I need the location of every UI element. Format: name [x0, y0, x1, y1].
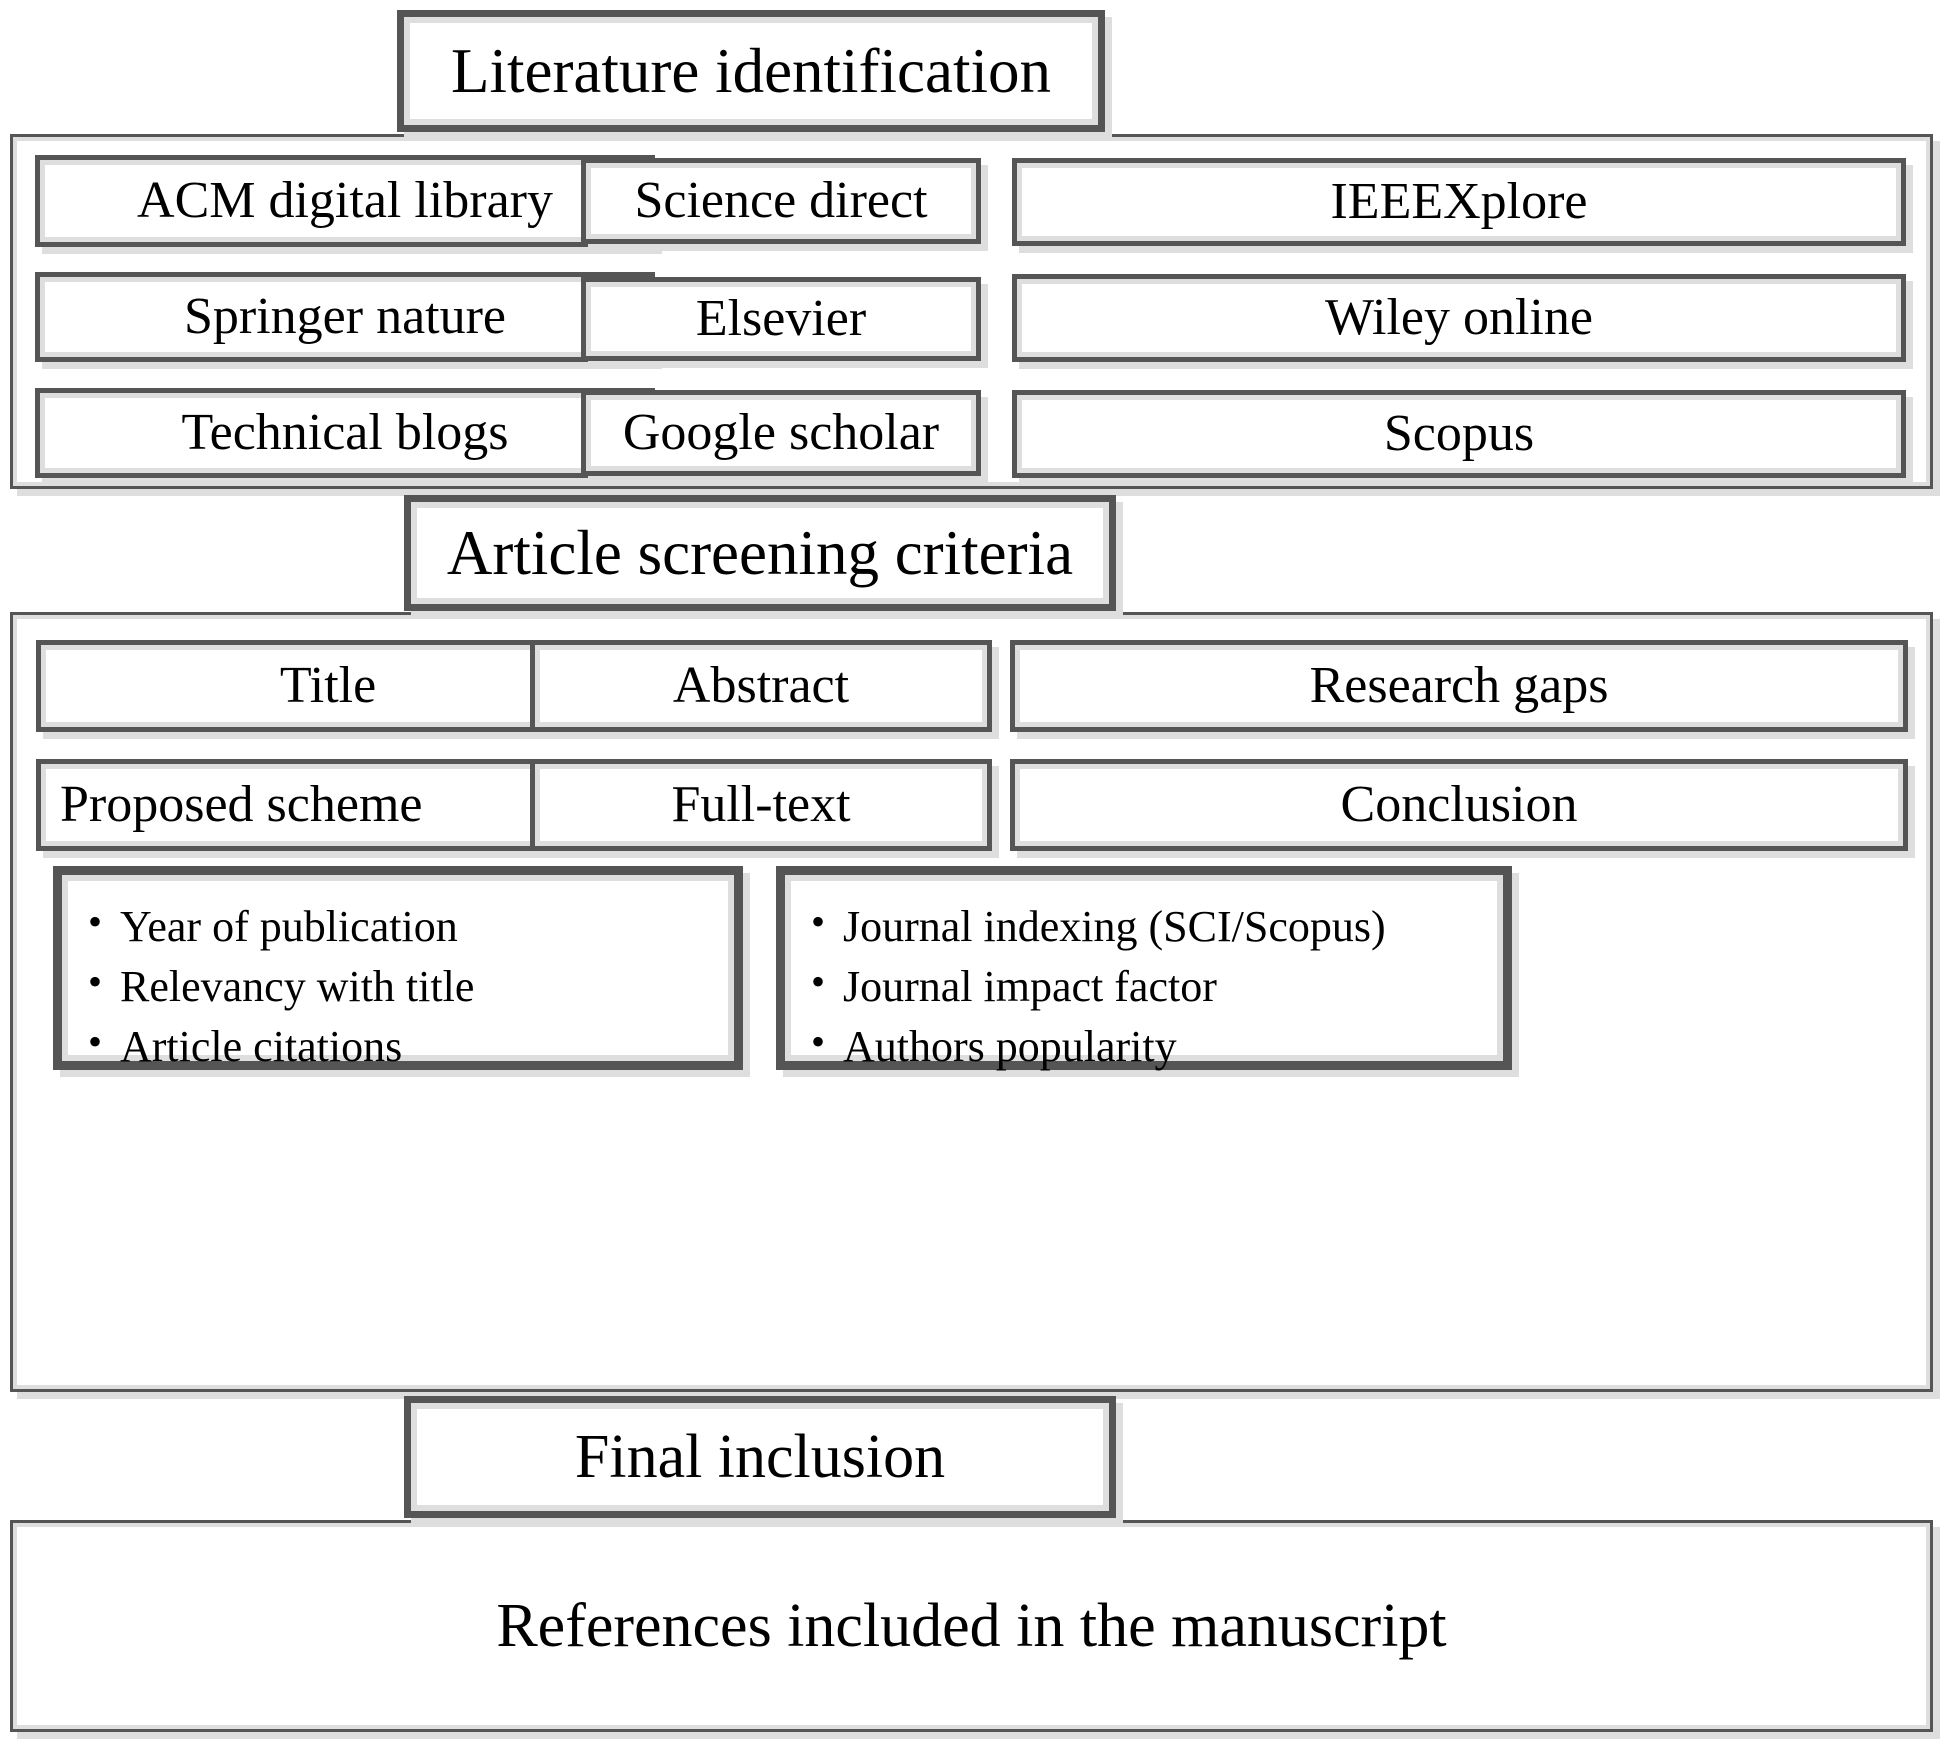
- final-result-panel[interactable]: References included in the manuscript: [10, 1520, 1933, 1732]
- final-result-label: References included in the manuscript: [496, 1591, 1447, 1660]
- source-box-technical-blogs-inner: Technical blogs: [40, 393, 650, 473]
- criteria-bullets-right-inner: Journal indexing (SCI/Scopus) Journal im…: [785, 875, 1503, 1071]
- stage-header-literature-identification[interactable]: Literature identification: [397, 10, 1105, 132]
- criteria-label-abstract: Abstract: [672, 657, 850, 714]
- source-box-wiley-online[interactable]: Wiley online: [1012, 274, 1906, 362]
- source-label-ieeexplore: IEEEXplore: [1330, 173, 1588, 230]
- criteria-box-full-text[interactable]: Full-text: [530, 759, 992, 851]
- list-item: Relevancy with title: [86, 955, 728, 1017]
- criteria-box-research-gaps-inner: Research gaps: [1015, 645, 1903, 727]
- source-label-springer-nature: Springer nature: [183, 288, 506, 345]
- source-label-acm-digital-library: ACM digital library: [137, 172, 553, 229]
- final-result-panel-inner: References included in the manuscript: [13, 1523, 1930, 1729]
- stage-header-final-inclusion[interactable]: Final inclusion: [404, 1396, 1116, 1518]
- source-box-science-direct[interactable]: Science direct: [581, 158, 981, 244]
- source-box-scopus-inner: Scopus: [1017, 395, 1901, 473]
- stage-header-article-screening-criteria-inner: Article screening criteria: [411, 502, 1109, 604]
- list-item: Year of publication: [86, 895, 728, 957]
- source-box-elsevier[interactable]: Elsevier: [581, 277, 981, 361]
- criteria-box-proposed-scheme[interactable]: Proposed scheme: [36, 759, 620, 851]
- source-label-technical-blogs: Technical blogs: [181, 404, 509, 461]
- source-box-springer-nature-inner: Springer nature: [40, 277, 650, 357]
- criteria-box-full-text-inner: Full-text: [535, 764, 987, 846]
- criteria-bullets-left-list: Year of publication Relevancy with title…: [86, 895, 728, 1077]
- source-box-ieeexplore[interactable]: IEEEXplore: [1012, 158, 1906, 246]
- criteria-box-research-gaps[interactable]: Research gaps: [1010, 640, 1908, 732]
- criteria-box-abstract[interactable]: Abstract: [530, 640, 992, 732]
- criteria-bullets-right-list: Journal indexing (SCI/Scopus) Journal im…: [809, 895, 1497, 1077]
- criteria-bullets-left[interactable]: Year of publication Relevancy with title…: [53, 866, 743, 1071]
- criteria-bullets-left-inner: Year of publication Relevancy with title…: [62, 875, 734, 1071]
- stage-header-literature-identification-inner: Literature identification: [404, 17, 1098, 125]
- source-label-science-direct: Science direct: [634, 172, 928, 229]
- criteria-box-conclusion[interactable]: Conclusion: [1010, 759, 1908, 851]
- source-box-technical-blogs[interactable]: Technical blogs: [35, 388, 655, 478]
- stage-header-final-inclusion-inner: Final inclusion: [411, 1403, 1109, 1511]
- criteria-box-proposed-scheme-inner: Proposed scheme: [41, 764, 615, 846]
- criteria-bullets-right[interactable]: Journal indexing (SCI/Scopus) Journal im…: [776, 866, 1512, 1071]
- stage-header-literature-identification-label: Literature identification: [451, 35, 1051, 106]
- source-label-elsevier: Elsevier: [695, 290, 867, 347]
- source-box-google-scholar-inner: Google scholar: [586, 395, 976, 471]
- criteria-label-conclusion: Conclusion: [1340, 776, 1578, 833]
- source-label-scopus: Scopus: [1383, 405, 1535, 462]
- source-box-acm-digital-library[interactable]: ACM digital library: [35, 155, 655, 247]
- source-box-acm-digital-library-inner: ACM digital library: [40, 160, 650, 242]
- criteria-label-full-text: Full-text: [671, 776, 851, 833]
- source-box-google-scholar[interactable]: Google scholar: [581, 390, 981, 476]
- source-box-ieeexplore-inner: IEEEXplore: [1017, 163, 1901, 241]
- stage-header-final-inclusion-label: Final inclusion: [574, 1423, 946, 1491]
- source-box-elsevier-inner: Elsevier: [586, 282, 976, 356]
- criteria-label-research-gaps: Research gaps: [1309, 657, 1609, 714]
- list-item: Article citations: [86, 1015, 728, 1077]
- list-item: Authors popularity: [809, 1015, 1497, 1077]
- source-box-springer-nature[interactable]: Springer nature: [35, 272, 655, 362]
- source-label-wiley-online: Wiley online: [1325, 289, 1593, 346]
- stage-header-article-screening-criteria[interactable]: Article screening criteria: [404, 495, 1116, 611]
- list-item: Journal impact factor: [809, 955, 1497, 1017]
- criteria-box-title[interactable]: Title: [36, 640, 620, 732]
- source-label-google-scholar: Google scholar: [622, 404, 940, 461]
- criteria-box-title-inner: Title: [41, 645, 615, 727]
- source-box-science-direct-inner: Science direct: [586, 163, 976, 239]
- stage-header-article-screening-criteria-label: Article screening criteria: [446, 517, 1074, 588]
- criteria-box-conclusion-inner: Conclusion: [1015, 764, 1903, 846]
- criteria-label-proposed-scheme: Proposed scheme: [60, 776, 423, 833]
- source-box-wiley-online-inner: Wiley online: [1017, 279, 1901, 357]
- criteria-box-abstract-inner: Abstract: [535, 645, 987, 727]
- source-box-scopus[interactable]: Scopus: [1012, 390, 1906, 478]
- criteria-label-title: Title: [279, 657, 377, 714]
- list-item: Journal indexing (SCI/Scopus): [809, 895, 1497, 957]
